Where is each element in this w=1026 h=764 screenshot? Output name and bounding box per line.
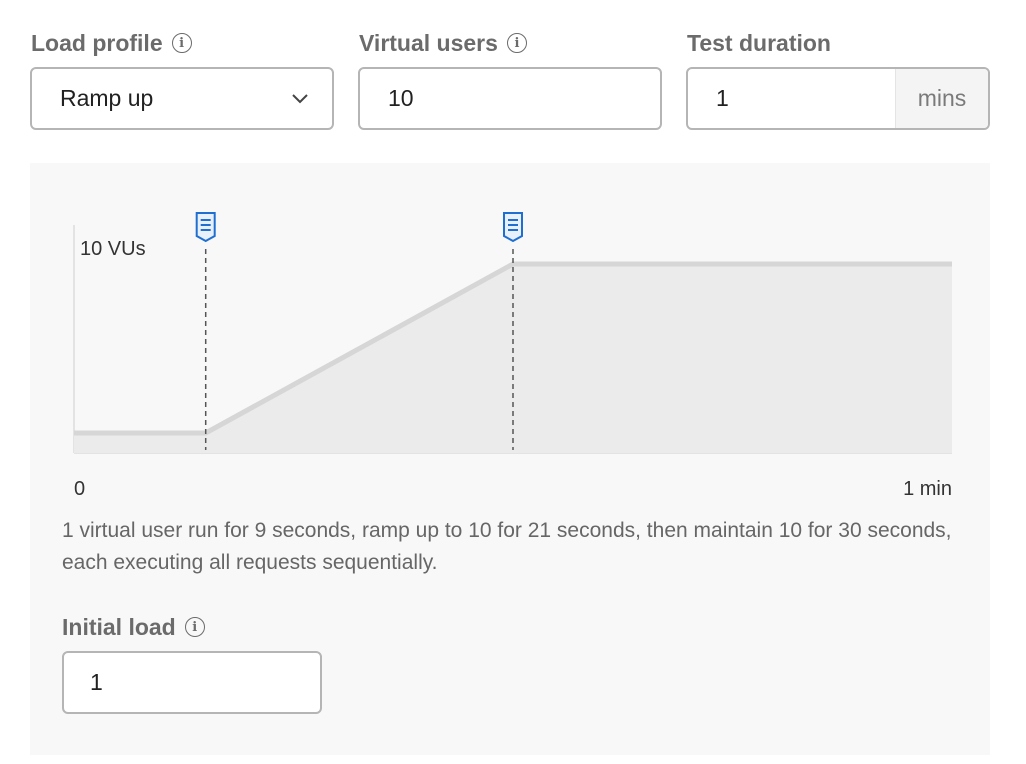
y-max-label: 10 VUs <box>80 238 146 260</box>
load-profile-label: Load profile i <box>31 28 192 58</box>
profile-description: 1 virtual user run for 9 seconds, ramp u… <box>62 519 952 574</box>
info-icon[interactable]: i <box>184 617 205 637</box>
load-profile-panel: 10 VUs 0 1 min 1 virtual user run for 9 … <box>30 163 990 755</box>
marker-flag-icon[interactable] <box>195 212 216 243</box>
info-icon[interactable]: i <box>506 33 527 53</box>
initial-load-value: 1 <box>90 669 103 695</box>
x-end-label: 1 min <box>903 478 952 500</box>
ramp-markers <box>195 212 523 450</box>
duration-unit: mins <box>895 69 988 128</box>
test-duration-label: Test duration <box>687 29 831 56</box>
virtual-users-label: Virtual users i <box>359 28 527 58</box>
load-profile-select[interactable]: Ramp up <box>30 67 334 130</box>
test-duration-input[interactable]: 1 mins <box>686 67 990 130</box>
virtual-users-value: 10 <box>388 85 414 111</box>
chevron-down-icon <box>292 93 308 103</box>
test-duration-value: 1 <box>716 85 729 111</box>
load-profile-value: Ramp up <box>60 85 154 111</box>
info-icon[interactable]: i <box>171 33 192 53</box>
marker-flag-icon[interactable] <box>503 212 523 243</box>
initial-load-input[interactable]: 1 <box>62 651 322 714</box>
initial-load-label: Initial load i <box>62 612 205 642</box>
load-chart: 10 VUs 0 1 min <box>73 212 952 500</box>
x-start-label: 0 <box>74 478 85 500</box>
virtual-users-input[interactable]: 10 <box>358 67 662 130</box>
load-line <box>74 261 952 436</box>
